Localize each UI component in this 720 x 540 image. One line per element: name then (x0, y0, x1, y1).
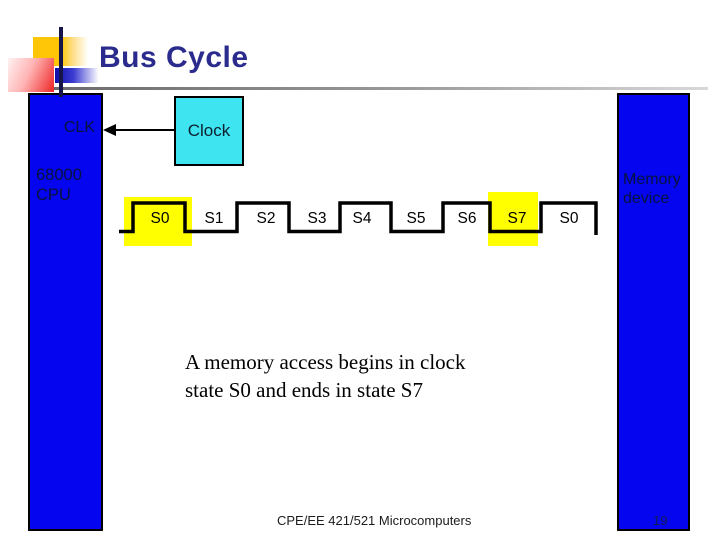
clk-pin-label: CLK (63, 119, 95, 136)
caption-line-1: A memory access begins in clock (185, 350, 466, 374)
caption-line-2: state S0 and ends in state S7 (185, 377, 423, 402)
logo-red-square (8, 58, 54, 92)
wave-state-label-s2: S2 (256, 210, 276, 227)
clock-box-label: Clock (187, 121, 231, 140)
cpu-box: CLK 68000 CPU (28, 93, 103, 531)
cpu-box-label-line1: 68000 (36, 166, 82, 184)
wave-state-label-s6: S6 (457, 210, 477, 227)
wave-state-label-s1: S1 (204, 210, 224, 227)
memory-box-label: Memory device (623, 170, 681, 208)
memory-box: Memory device (617, 93, 690, 531)
clock-box: Clock (174, 96, 244, 166)
clk-arrow (103, 124, 176, 136)
slide-title: Bus Cycle (99, 41, 249, 74)
title-underline (35, 87, 708, 90)
wave-state-label-s4: S4 (352, 210, 372, 227)
slide-page-number: 19 (653, 513, 668, 528)
cpu-box-label-line2: CPU (36, 186, 71, 204)
memory-box-label-line1: Memory (623, 171, 681, 188)
caption: A memory access begins in clock state S0… (185, 349, 466, 404)
wave-state-label-s7: S7 (507, 210, 527, 227)
cpu-box-label: 68000 CPU (36, 165, 82, 205)
wave-state-label-s3: S3 (307, 210, 327, 227)
memory-box-label-line2: device (623, 190, 670, 207)
wave-state-label-s0-final: S0 (559, 210, 579, 227)
wave-state-label-s0: S0 (150, 210, 170, 227)
wave-state-label-s5: S5 (406, 210, 426, 227)
logo-blue-bar (55, 68, 101, 83)
arrowhead-left-icon (103, 124, 116, 136)
logo-vertical-line (59, 27, 63, 97)
footer-course-label: CPE/EE 421/521 Microcomputers (277, 513, 472, 528)
